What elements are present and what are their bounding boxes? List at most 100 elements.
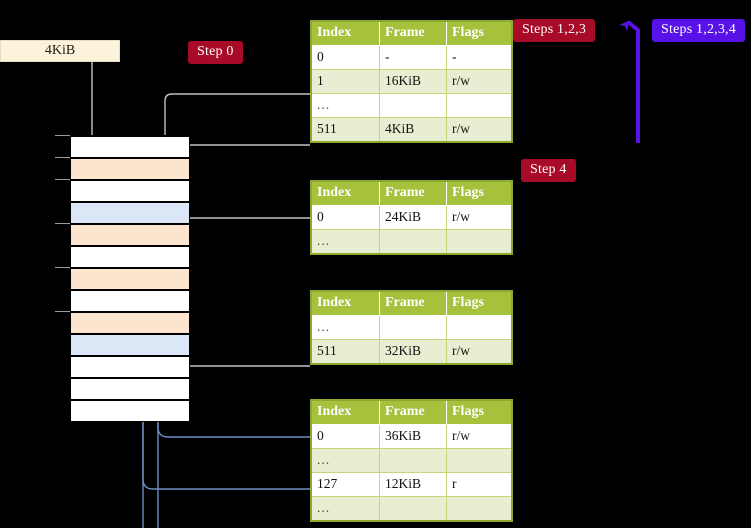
table-cell	[446, 229, 513, 255]
table-cell: 0	[310, 45, 380, 70]
table-cell	[446, 93, 513, 118]
memory-frame-row	[71, 246, 189, 268]
column-header-index: Index	[310, 180, 380, 206]
connector-table0-to-memory-row4	[177, 144, 310, 220]
table-cell: ...	[310, 448, 380, 473]
memory-tick	[55, 135, 70, 136]
highlighted-value: 511	[317, 121, 337, 136]
table-row: ...	[310, 448, 513, 473]
badge-steps-123: Steps 1,2,3	[513, 19, 596, 42]
memory-frame-row	[71, 378, 189, 400]
memory-frame-row	[71, 180, 189, 202]
memory-frame-row	[71, 136, 189, 158]
table-cell: ...	[310, 496, 380, 522]
table-row: 511 4KiB r/w	[310, 117, 513, 143]
memory-tick	[55, 311, 70, 312]
table-cell: r/w	[446, 205, 513, 230]
table-cell	[379, 315, 447, 340]
column-header-flags: Flags	[446, 20, 513, 46]
memory-frame-row	[71, 268, 189, 290]
memory-frame-row	[71, 224, 189, 246]
column-header-frame: Frame	[379, 290, 447, 316]
table-cell: 0	[310, 424, 380, 449]
table-cell: 511	[310, 117, 380, 143]
bracket-steps-1234	[619, 20, 640, 143]
highlighted-value: r/w	[452, 121, 470, 136]
table-cell: -	[379, 45, 447, 70]
table-row: ...	[310, 93, 513, 118]
table-cell	[379, 93, 447, 118]
column-header-flags: Flags	[446, 399, 513, 425]
memory-frame-row	[71, 400, 189, 422]
memory-frame-row	[71, 290, 189, 312]
table-cell: 127	[310, 472, 380, 497]
table-cell: r/w	[446, 339, 513, 365]
column-header-frame: Frame	[379, 20, 447, 46]
memory-frame-row	[71, 202, 189, 224]
connector-table2-511-to-memory	[171, 308, 310, 367]
memory-tick	[55, 179, 70, 180]
column-header-flags: Flags	[446, 180, 513, 206]
table-cell: 36KiB	[379, 424, 447, 449]
table-cell	[379, 229, 447, 255]
connector-table1-0-to-memory	[177, 217, 310, 264]
badge-label: Step 4	[530, 162, 567, 177]
table-cell	[379, 448, 447, 473]
table-cell: r/w	[446, 117, 513, 143]
table-cell: 24KiB	[379, 205, 447, 230]
table-cell: 0	[310, 205, 380, 230]
table-cell: 1	[310, 69, 380, 94]
table-cell: ...	[310, 93, 380, 118]
column-header-frame: Frame	[379, 399, 447, 425]
table-cell: r/w	[446, 69, 513, 94]
table-cell: 16KiB	[379, 69, 447, 94]
table-cell: -	[446, 45, 513, 70]
physical-memory-column	[70, 135, 190, 422]
table-cell: 32KiB	[379, 339, 447, 365]
table-cell	[446, 315, 513, 340]
column-header-index: Index	[310, 399, 380, 425]
table-row: ...	[310, 315, 513, 340]
badge-step-4: Step 4	[521, 159, 576, 182]
badge-label: Steps 1,2,3,4	[661, 22, 736, 37]
table-row: ...	[310, 229, 513, 255]
table-cell: 511	[310, 339, 380, 365]
badge-label: Steps 1,2,3	[522, 22, 587, 37]
column-header-flags: Flags	[446, 290, 513, 316]
memory-frame-row	[71, 158, 189, 180]
memory-frame-row	[71, 334, 189, 356]
memory-tick	[55, 223, 70, 224]
table-cell: r/w	[446, 424, 513, 449]
table-cell: r	[446, 472, 513, 497]
badge-step-0: Step 0	[188, 41, 243, 64]
memory-tick	[55, 157, 70, 158]
column-header-index: Index	[310, 290, 380, 316]
memory-frame-row	[71, 356, 189, 378]
table-cell: ...	[310, 315, 380, 340]
badge-label: Step 0	[197, 44, 234, 59]
table-cell	[446, 448, 513, 473]
column-header-frame: Frame	[379, 180, 447, 206]
table-cell: 4KiB	[379, 117, 447, 143]
table-cell: ...	[310, 229, 380, 255]
memory-size-box: 4KiB	[0, 40, 120, 62]
table-cell	[446, 496, 513, 522]
memory-size-label: 4KiB	[44, 43, 76, 58]
table-row: 0--	[310, 45, 513, 70]
table-cell	[379, 496, 447, 522]
table-cell: 12KiB	[379, 472, 447, 497]
column-header-index: Index	[310, 20, 380, 46]
